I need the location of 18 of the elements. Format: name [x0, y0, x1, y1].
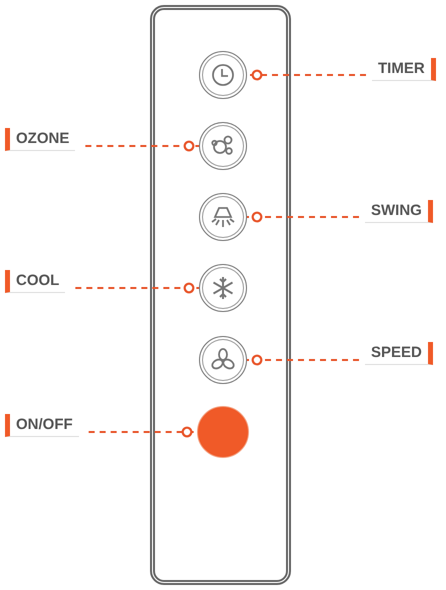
round-button	[199, 264, 247, 312]
power-button	[197, 406, 249, 458]
button-label: SPEED	[365, 342, 433, 365]
leader-line	[247, 212, 359, 222]
button-label: SWING	[365, 200, 433, 223]
round-button	[199, 336, 247, 384]
round-button	[199, 193, 247, 241]
button-label: OZONE	[5, 128, 76, 151]
leader-line	[75, 282, 199, 294]
leader-line	[247, 354, 359, 366]
round-button	[199, 122, 247, 170]
button-label: TIMER	[372, 58, 436, 81]
button-label: COOL	[5, 270, 66, 293]
leader-line	[85, 140, 199, 152]
round-button	[199, 51, 247, 99]
remote-control-drawing	[150, 5, 291, 585]
leader-line	[247, 70, 366, 80]
button-label: ON/OFF	[5, 414, 79, 437]
